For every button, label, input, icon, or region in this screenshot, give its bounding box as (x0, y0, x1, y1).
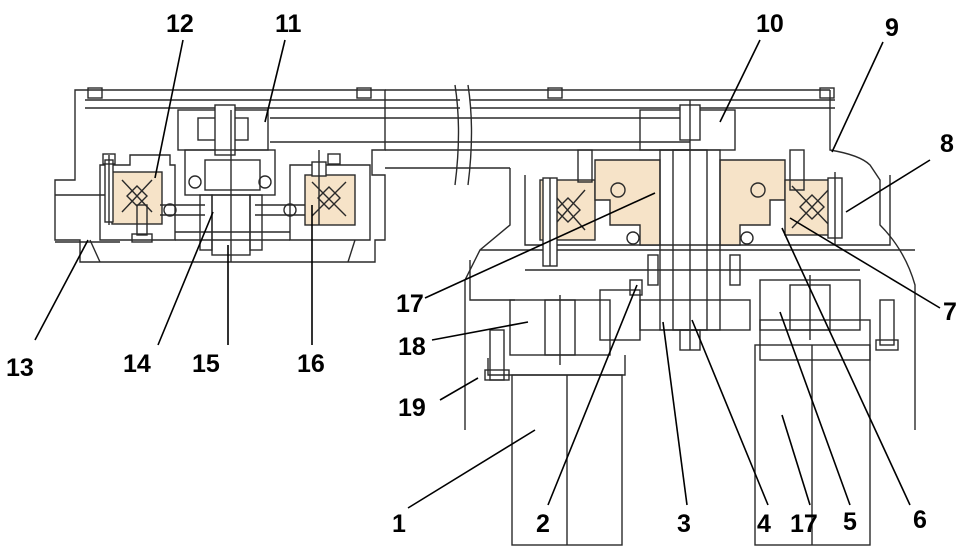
motor-left (487, 355, 626, 546)
right-left-bearing (539, 177, 596, 267)
callout-11: 11 (275, 10, 302, 38)
callout-4: 4 (757, 510, 771, 538)
callout-7: 7 (943, 298, 957, 326)
right-center-hub-left (594, 159, 661, 246)
left-housing (54, 89, 460, 263)
callout-1: 1 (392, 510, 406, 538)
callout-19: 19 (398, 394, 426, 422)
right-bolts (484, 149, 899, 381)
leader-lines (34, 39, 941, 509)
left-shaft-assembly (160, 104, 305, 262)
callout-10: 10 (756, 10, 784, 38)
callout-18: 18 (398, 333, 426, 361)
lower-left-gear (509, 279, 643, 365)
callout-15: 15 (192, 350, 220, 378)
right-center-hub-right (719, 159, 786, 246)
callout-13: 13 (6, 354, 34, 382)
top-cover (270, 87, 835, 169)
callout-16: 16 (297, 350, 325, 378)
left-bolts (87, 87, 372, 243)
break-lines (454, 84, 473, 186)
callout-5: 5 (843, 508, 857, 536)
lower-right-gear (759, 275, 871, 361)
left-outer-bearing (104, 155, 163, 225)
callout-12: 12 (166, 10, 194, 38)
callout-8: 8 (940, 130, 954, 158)
callout-17-left: 17 (396, 290, 424, 318)
callout-9: 9 (885, 14, 899, 42)
callout-2: 2 (536, 510, 550, 538)
callout-3: 3 (677, 510, 691, 538)
left-inner-bearing (304, 150, 356, 226)
right-right-bearing (784, 172, 843, 245)
callout-14: 14 (123, 350, 151, 378)
callout-6: 6 (913, 506, 927, 534)
right-shaft-assembly (626, 100, 754, 351)
callout-17-bottom: 17 (790, 510, 818, 538)
motor-right (754, 344, 871, 546)
